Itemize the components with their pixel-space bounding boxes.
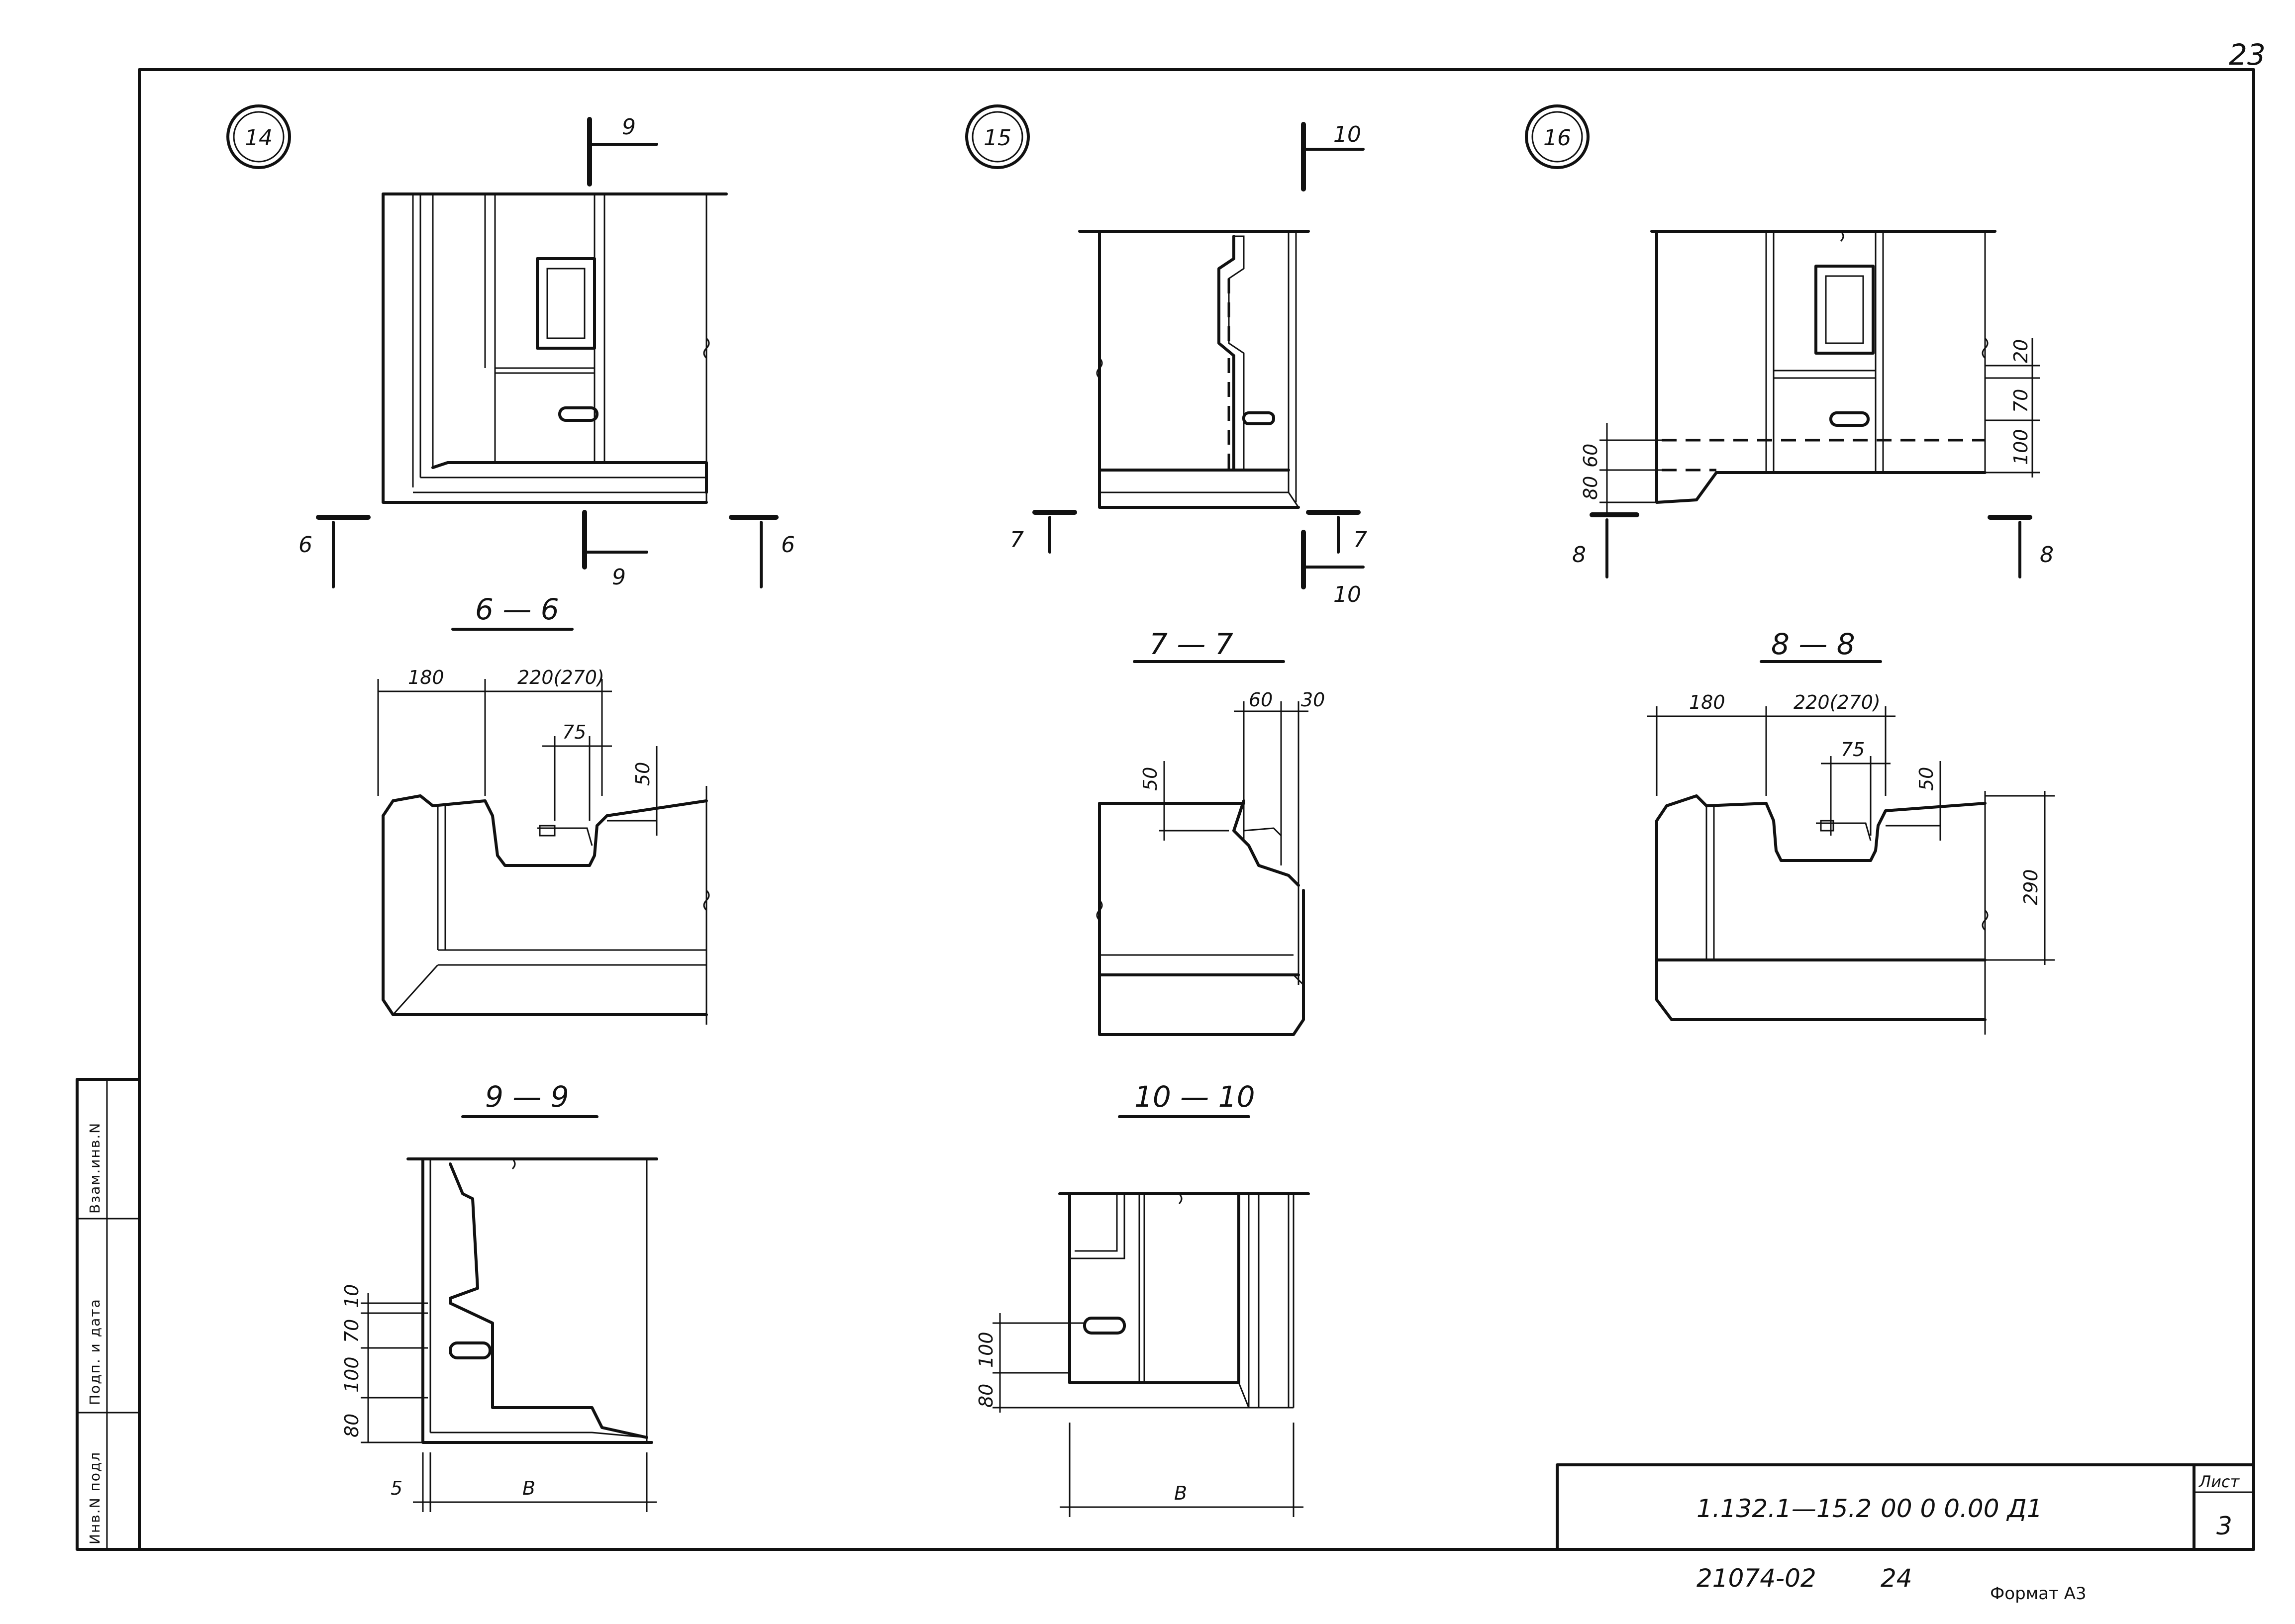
footer-archive: 21074-02	[1696, 1564, 1816, 1593]
title-suffix: 00 0 0.00 Д1	[1881, 1494, 2042, 1523]
stamp-sign: Подп. и дата	[87, 1298, 103, 1405]
section-6-6: 6 — 6 180 220(270) 75 50	[377, 592, 710, 1025]
dim-220-6: 220(270)	[517, 667, 604, 688]
cut-6-right: 6	[781, 532, 795, 558]
dim-60-16: 60	[1580, 444, 1601, 468]
dim-100-10: 100	[975, 1332, 997, 1368]
section-label-10: 10 — 10	[1134, 1080, 1255, 1114]
dim-50-6: 50	[632, 762, 654, 786]
stamp-replace: Взам.инв.N	[87, 1122, 103, 1214]
sheet-number: 3	[2216, 1512, 2232, 1540]
dim-50-7: 50	[1139, 767, 1161, 791]
section-9-9: 9 — 9 10 70 100 80 5 B	[341, 1080, 658, 1512]
detail-mark-14: 14	[245, 125, 273, 151]
dim-70-16: 70	[2010, 389, 2032, 413]
dim-80-9: 80	[341, 1414, 363, 1437]
title-block: 1.132.1—15.2 00 0 0.00 Д1 Лист 3	[1556, 1463, 2255, 1551]
section-10-10: 10 — 10 100 80 B	[975, 1080, 1310, 1517]
title-code: 1.132.1—15.2	[1696, 1494, 1872, 1523]
section-label-9: 9 — 9	[485, 1080, 569, 1114]
detail-14: 14 9 9 6 6	[226, 104, 795, 590]
section-label-7: 7 — 7	[1149, 627, 1233, 661]
dim-10-9: 10	[341, 1284, 363, 1308]
footer-format: Формат А3	[1990, 1584, 2087, 1604]
detail-mark-15: 15	[984, 125, 1011, 151]
page-number: 23	[2229, 38, 2266, 72]
detail-16: 16 20 70 100 60 80 8	[1525, 104, 2054, 578]
dim-75-8: 75	[1841, 739, 1865, 761]
dim-180-6: 180	[408, 667, 444, 688]
cut-9-bottom: 9	[612, 565, 626, 590]
dim-B-10: B	[1174, 1482, 1187, 1504]
cut-7-right: 7	[1353, 527, 1367, 553]
cut-8-left: 8	[1572, 542, 1586, 568]
dim-70-9: 70	[341, 1319, 363, 1343]
stamp-inv: Инв.N подл	[87, 1451, 103, 1544]
dim-100-9: 100	[341, 1356, 363, 1393]
section-7-7: 7 — 7 60 30 50	[1096, 627, 1325, 1036]
section-label-8: 8 — 8	[1771, 627, 1855, 661]
dim-75-6: 75	[562, 721, 586, 743]
cut-8-right: 8	[2040, 542, 2054, 568]
dim-50-8: 50	[1915, 767, 1937, 791]
cut-6-left: 6	[299, 532, 312, 558]
dim-80-10: 80	[975, 1384, 997, 1408]
footer-number: 24	[1881, 1564, 1912, 1593]
dim-220-8: 220(270)	[1794, 691, 1881, 713]
dim-60-7: 60	[1249, 689, 1273, 711]
dim-80-16: 80	[1580, 476, 1601, 500]
section-8-8: 8 — 8 180 220(270) 75 50 290	[1647, 627, 2055, 1035]
sheet-frame	[138, 68, 2255, 1551]
cut-7-left: 7	[1010, 527, 1024, 553]
dim-30-7: 30	[1301, 689, 1325, 711]
detail-15: 15 10 10 7 7	[965, 104, 1367, 607]
sheet-label: Лист	[2198, 1472, 2240, 1491]
detail-mark-16: 16	[1543, 125, 1571, 151]
section-label-6: 6 — 6	[475, 592, 559, 626]
dim-180-8: 180	[1689, 691, 1725, 713]
cut-10-bottom: 10	[1333, 582, 1361, 607]
dim-290-8: 290	[2020, 869, 2042, 905]
dim-5-9: 5	[391, 1477, 402, 1499]
dim-B-9: B	[522, 1477, 535, 1499]
cut-9-top: 9	[622, 114, 636, 140]
dim-100-16: 100	[2010, 429, 2032, 465]
dim-20-16: 20	[2010, 339, 2032, 363]
cut-10-top: 10	[1333, 122, 1361, 147]
stamp-column: Инв.N подл Подп. и дата Взам.инв.N	[76, 1078, 141, 1551]
